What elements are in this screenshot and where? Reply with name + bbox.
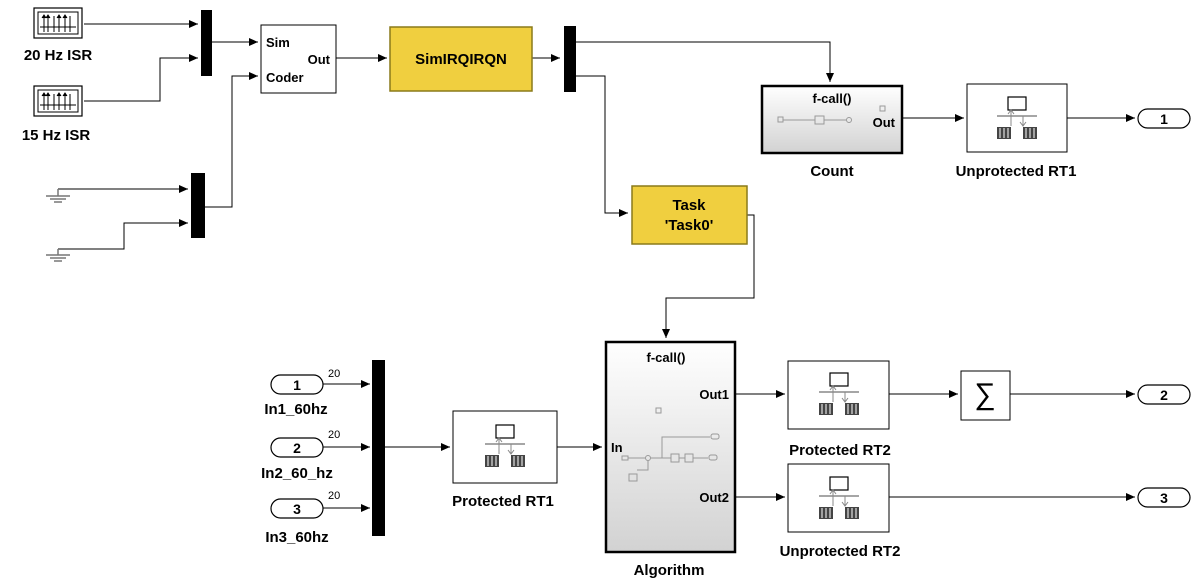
inport-2-label: In2_60_hz	[261, 465, 333, 482]
scope-icon	[33, 7, 83, 39]
inport-2-number: 2	[293, 440, 301, 456]
protected-rt1-block[interactable]: Protected RT1	[452, 410, 558, 510]
mux-bar-top[interactable]	[201, 10, 212, 76]
inport-3[interactable]: 3 20 In3_60hz	[265, 490, 340, 546]
protected-rt1-label: Protected RT1	[452, 493, 554, 510]
algorithm-in-label: In	[611, 440, 623, 455]
subsystem-preview-icon	[621, 407, 720, 482]
algorithm-out1-label: Out1	[699, 387, 729, 402]
algorithm-out2-label: Out2	[699, 490, 729, 505]
protected-rt2-label: Protected RT2	[789, 442, 891, 459]
sim-irq-block[interactable]: SimIRQIRQN	[389, 26, 533, 92]
isr-15hz-block[interactable]: 15 Hz ISR	[22, 85, 91, 144]
unprotected-rt2-label: Unprotected RT2	[780, 543, 901, 560]
sim-coder-out-label: Out	[308, 52, 331, 67]
sim-irq-label: SimIRQIRQN	[415, 51, 507, 68]
isr-20hz-block[interactable]: 20 Hz ISR	[24, 7, 93, 64]
outport-1-number: 1	[1160, 111, 1168, 127]
sum-block[interactable]: ∑	[960, 370, 1011, 421]
sim-coder-in1-label: Sim	[266, 35, 290, 50]
sim-coder-in2-label: Coder	[266, 70, 304, 85]
subsystem-preview-icon	[777, 105, 886, 125]
outport-2[interactable]: 2	[1137, 384, 1191, 405]
ground-block-1[interactable]	[45, 188, 72, 203]
outport-3-number: 3	[1160, 490, 1168, 506]
unprotected-rt2-block[interactable]: Unprotected RT2	[780, 463, 901, 560]
inport-1-rate: 20	[328, 368, 340, 380]
task-block[interactable]: Task 'Task0'	[631, 185, 748, 245]
demux-bar-irq[interactable]	[564, 26, 576, 92]
count-subsystem[interactable]: f-call() Out Count	[760, 84, 904, 180]
ground-block-2[interactable]	[45, 248, 72, 262]
inport-3-rate: 20	[328, 490, 340, 502]
protected-rt2-block[interactable]: Protected RT2	[787, 360, 891, 459]
isr-15hz-label: 15 Hz ISR	[22, 127, 91, 144]
count-out-label: Out	[873, 115, 896, 130]
inport-2-rate: 20	[328, 429, 340, 441]
inport-3-label: In3_60hz	[265, 529, 328, 546]
count-label: Count	[810, 163, 853, 180]
algorithm-label: Algorithm	[634, 562, 705, 579]
mux-bar-inputs[interactable]	[372, 360, 385, 536]
inport-1-number: 1	[293, 377, 301, 393]
outport-3[interactable]: 3	[1137, 487, 1191, 508]
unprotected-rt1-label: Unprotected RT1	[956, 163, 1077, 180]
mux-bar-ground[interactable]	[191, 173, 205, 238]
sum-icon: ∑	[974, 378, 995, 411]
signal-lines	[72, 20, 1135, 512]
sim-coder-block[interactable]: Sim Out Coder	[260, 24, 337, 94]
inport-1-label: In1_60hz	[264, 401, 327, 418]
task-line1: Task	[672, 197, 706, 214]
outport-2-number: 2	[1160, 387, 1168, 403]
count-trigger-label: f-call()	[813, 91, 852, 106]
algorithm-trigger-label: f-call()	[647, 350, 686, 365]
task-line2: 'Task0'	[665, 217, 714, 234]
inport-3-number: 3	[293, 501, 301, 517]
ground-icon	[45, 195, 71, 203]
outport-1[interactable]: 1	[1137, 108, 1191, 129]
inport-2[interactable]: 2 20 In2_60_hz	[261, 429, 340, 482]
ground-icon	[45, 254, 71, 262]
isr-20hz-label: 20 Hz ISR	[24, 47, 93, 64]
unprotected-rt1-block[interactable]: Unprotected RT1	[956, 83, 1077, 180]
scope-icon	[33, 85, 83, 117]
inport-1[interactable]: 1 20 In1_60hz	[264, 368, 340, 418]
algorithm-subsystem[interactable]: f-call() Out1 In Out2 Algorithm	[604, 340, 737, 579]
